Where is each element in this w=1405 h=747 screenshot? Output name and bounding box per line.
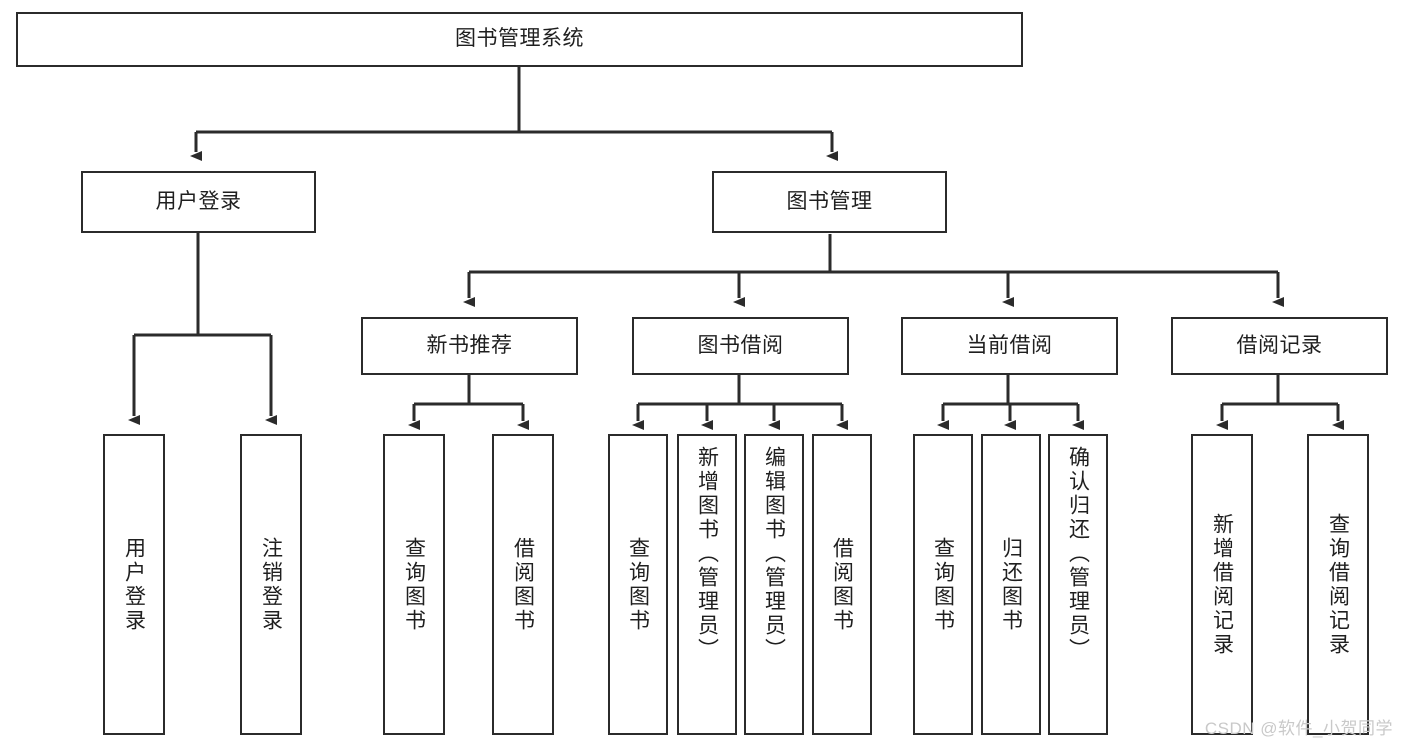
node-leaf-add-book[interactable]: 新增图书（管理员） [677,434,737,735]
node-root[interactable]: 图书管理系统 [16,12,1023,67]
node-current-borrow-label: 当前借阅 [966,333,1053,357]
node-leaf-user-logout-label: 注销登录 [259,536,283,633]
node-book-borrow[interactable]: 图书借阅 [632,317,849,375]
node-leaf-confirm-return[interactable]: 确认归还（管理员） [1048,434,1108,735]
node-leaf-query-book-3[interactable]: 查询图书 [913,434,973,735]
csdn-watermark: CSDN @软件_小贺同学 [1204,719,1393,738]
node-leaf-query-book-3-label: 查询图书 [931,536,955,633]
node-book-borrow-label: 图书借阅 [697,333,784,357]
node-leaf-user-logout[interactable]: 注销登录 [240,434,302,735]
node-leaf-edit-book-label: 编辑图书（管理员） [762,446,786,662]
node-leaf-query-book-1[interactable]: 查询图书 [383,434,445,735]
node-leaf-return-book-label: 归还图书 [999,536,1023,633]
node-new-book-recommend[interactable]: 新书推荐 [361,317,578,375]
node-book-manage-label: 图书管理 [786,189,873,213]
node-leaf-query-record[interactable]: 查询借阅记录 [1307,434,1369,735]
node-leaf-borrow-book-1[interactable]: 借阅图书 [492,434,554,735]
node-leaf-add-record-label: 新增借阅记录 [1210,512,1234,657]
node-leaf-add-record[interactable]: 新增借阅记录 [1191,434,1253,735]
node-book-manage[interactable]: 图书管理 [712,171,947,233]
node-leaf-query-book-2-label: 查询图书 [626,536,650,633]
node-leaf-borrow-book-2[interactable]: 借阅图书 [812,434,872,735]
node-leaf-user-login[interactable]: 用户登录 [103,434,165,735]
node-leaf-query-book-1-label: 查询图书 [402,536,426,633]
node-leaf-query-book-2[interactable]: 查询图书 [608,434,668,735]
node-leaf-borrow-book-1-label: 借阅图书 [511,536,535,633]
node-current-borrow[interactable]: 当前借阅 [901,317,1118,375]
node-new-book-recommend-label: 新书推荐 [426,333,513,357]
node-leaf-confirm-return-label: 确认归还（管理员） [1066,446,1090,662]
node-root-label: 图书管理系统 [455,27,584,51]
node-borrow-record-label: 借阅记录 [1236,333,1323,357]
node-leaf-user-login-label: 用户登录 [122,536,146,633]
node-leaf-borrow-book-2-label: 借阅图书 [830,536,854,633]
node-leaf-return-book[interactable]: 归还图书 [981,434,1041,735]
node-borrow-record[interactable]: 借阅记录 [1171,317,1388,375]
node-user-login-label: 用户登录 [155,189,242,213]
node-leaf-query-record-label: 查询借阅记录 [1326,512,1350,657]
node-leaf-add-book-label: 新增图书（管理员） [695,446,719,662]
node-leaf-edit-book[interactable]: 编辑图书（管理员） [744,434,804,735]
node-user-login[interactable]: 用户登录 [81,171,316,233]
